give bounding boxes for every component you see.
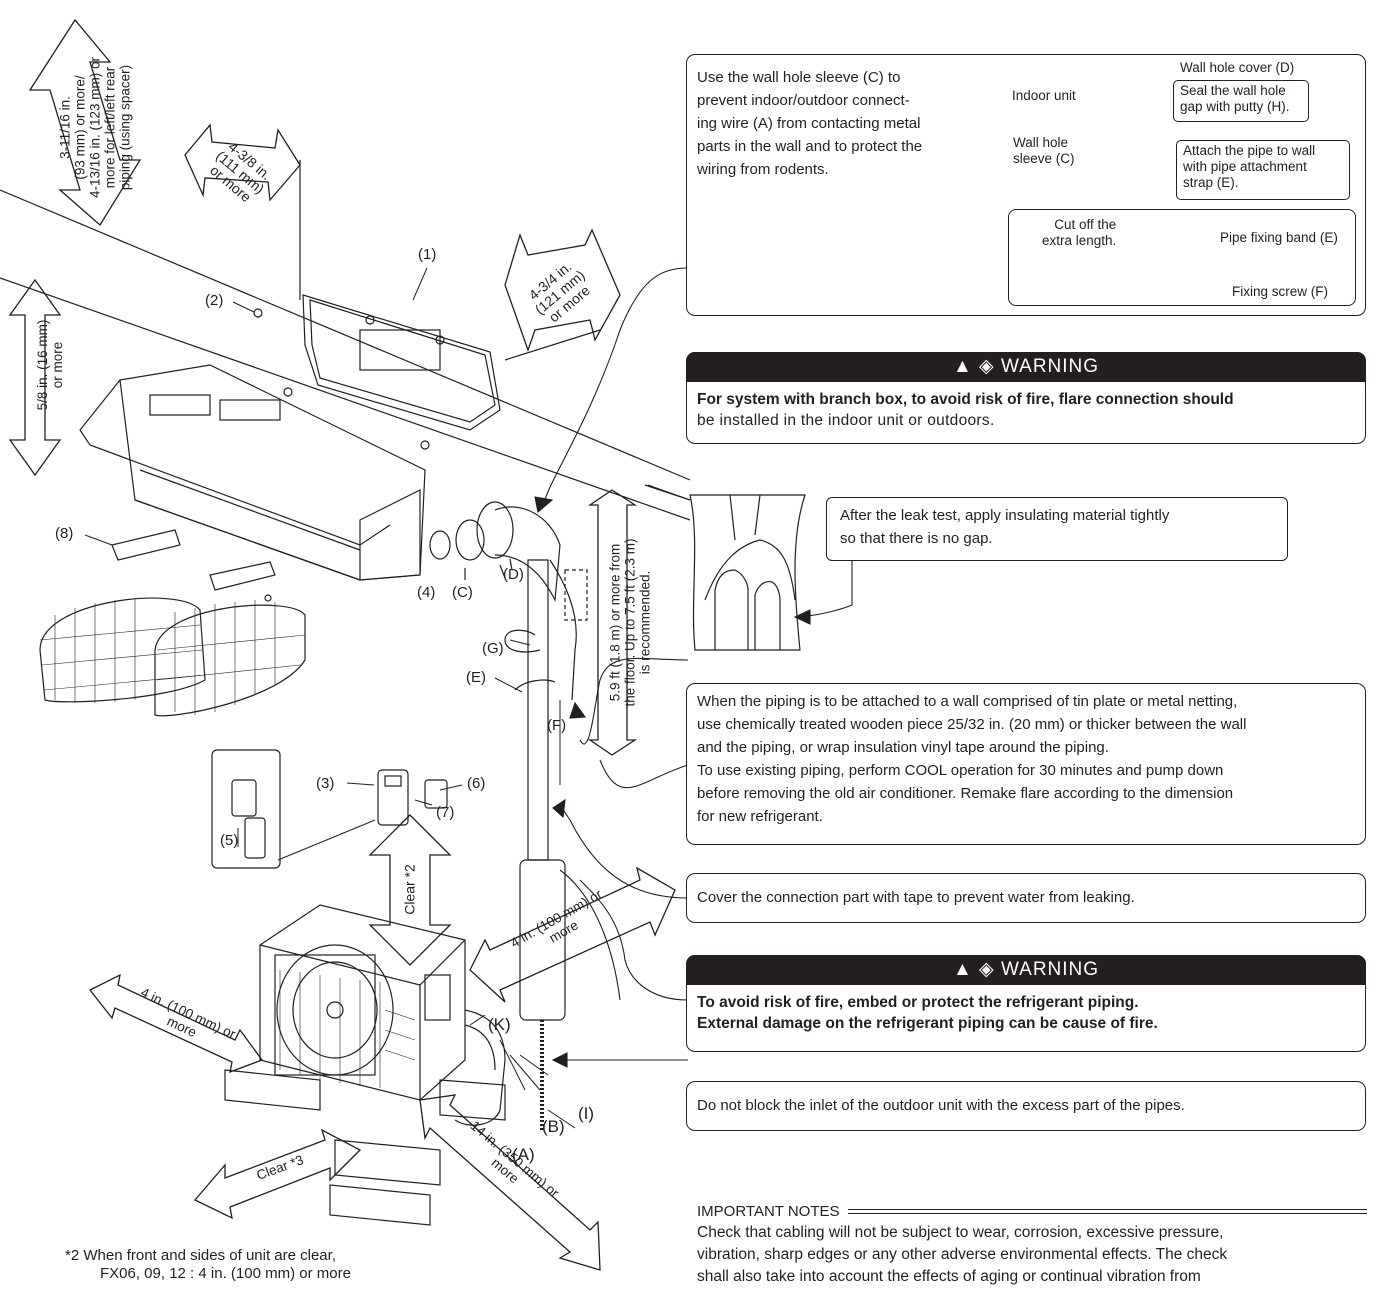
outdoor-unit xyxy=(259,904,506,1126)
footnote: *2 When front and sides of unit are clea… xyxy=(65,1247,351,1282)
important-notes-heading: IMPORTANT NOTES xyxy=(697,1203,1367,1220)
leader-lines xyxy=(84,267,576,1129)
dim-label-top-left: 3-11/16 in.(93 mm) or more/4-13/16 in. (… xyxy=(57,56,133,199)
part-label-d: (D) xyxy=(503,566,524,583)
part-label-f: (F) xyxy=(547,717,567,734)
warning-text-2: To avoid risk of fire, embed or protect … xyxy=(697,994,1158,1032)
part-label-3: (3) xyxy=(316,775,335,792)
pipe-band-box xyxy=(1008,209,1356,306)
pipe-sleeve xyxy=(429,501,561,603)
mounting-plate xyxy=(302,294,501,431)
part-label-8: (8) xyxy=(55,525,74,542)
fire-icon: ◈ xyxy=(979,959,995,980)
part-label-5: (5) xyxy=(220,832,239,849)
warning-header-2: ▲ ◈ WARNING xyxy=(686,955,1366,985)
important-notes-text: Check that cabling will not be subject t… xyxy=(697,1224,1228,1285)
dim-label-ceiling: 5/8 in. (16 mm)or more xyxy=(35,319,65,411)
sleeve-instruction-box xyxy=(686,54,1366,316)
double-rule xyxy=(847,1209,1367,1214)
dim-label-clear2: Clear *2 xyxy=(401,864,418,915)
dim-arrow-back-100 xyxy=(469,866,676,1003)
part-label-7: (7) xyxy=(436,804,455,821)
indoor-unit-label: Indoor unit xyxy=(1012,88,1076,103)
pipe-band-label: Pipe fixing band (E) xyxy=(1220,230,1338,245)
mounting-blocks xyxy=(224,1069,506,1226)
inlet-note-box xyxy=(686,1081,1366,1131)
fixing-screw-label: Fixing screw (F) xyxy=(1232,284,1329,299)
piping-note-box xyxy=(686,683,1366,845)
wall-line xyxy=(0,189,691,481)
dim-arrow-front-350 xyxy=(419,1094,601,1271)
seal-putty-box xyxy=(1173,80,1309,122)
air-filters xyxy=(39,529,306,717)
remote-controller xyxy=(211,749,448,869)
warning-header-1: ▲ ◈ WARNING xyxy=(686,352,1366,382)
wall-line xyxy=(0,277,691,521)
part-label-e: (E) xyxy=(466,669,486,686)
dim-arrow-top-left xyxy=(28,18,142,226)
screws xyxy=(253,308,430,602)
dim-arrow-right-side xyxy=(504,228,621,352)
warning-triangle-icon: ▲ xyxy=(952,959,973,980)
wall-line xyxy=(504,329,601,361)
attach-strap-box xyxy=(1176,140,1350,200)
part-label-a: (A) xyxy=(512,1145,535,1164)
insulation-zoom xyxy=(644,484,806,651)
callout-lines xyxy=(534,267,853,1068)
tape-note-box xyxy=(686,873,1366,923)
wall-hole-cover-label: Wall hole cover (D) xyxy=(1180,60,1295,75)
warning-text-1: For system with branch box, to avoid ris… xyxy=(697,391,1234,429)
dim-arrow-top-mid xyxy=(184,123,301,202)
part-label-4: (4) xyxy=(417,584,436,601)
piping-bundle xyxy=(504,559,588,1130)
dim-arrow-ceiling xyxy=(8,278,62,477)
part-label-g: (G) xyxy=(482,640,504,657)
part-label-1: (1) xyxy=(418,246,437,263)
insulating-note-box xyxy=(826,497,1288,561)
indoor-unit xyxy=(79,364,426,581)
part-label-b: (B) xyxy=(542,1117,565,1136)
fire-icon: ◈ xyxy=(979,356,995,377)
part-label-6: (6) xyxy=(467,775,486,792)
part-label-k: (K) xyxy=(488,1015,511,1034)
inlet-note-text: Do not block the inlet of the outdoor un… xyxy=(697,1097,1185,1114)
warning-triangle-icon: ▲ xyxy=(952,356,973,377)
part-label-c: (C) xyxy=(452,584,473,601)
insulating-note-text: After the leak test, apply insulating ma… xyxy=(840,507,1170,547)
piping-note-text: When the piping is to be attached to a w… xyxy=(697,693,1247,825)
tape-note-text: Cover the connection part with tape to p… xyxy=(697,889,1135,906)
part-label-i: (I) xyxy=(578,1104,595,1123)
dim-arrow-clear2 xyxy=(368,814,452,966)
dim-arrow-floor xyxy=(587,489,638,756)
dim-arrow-clear3 xyxy=(193,1128,362,1220)
part-label-2: (2) xyxy=(205,292,224,309)
